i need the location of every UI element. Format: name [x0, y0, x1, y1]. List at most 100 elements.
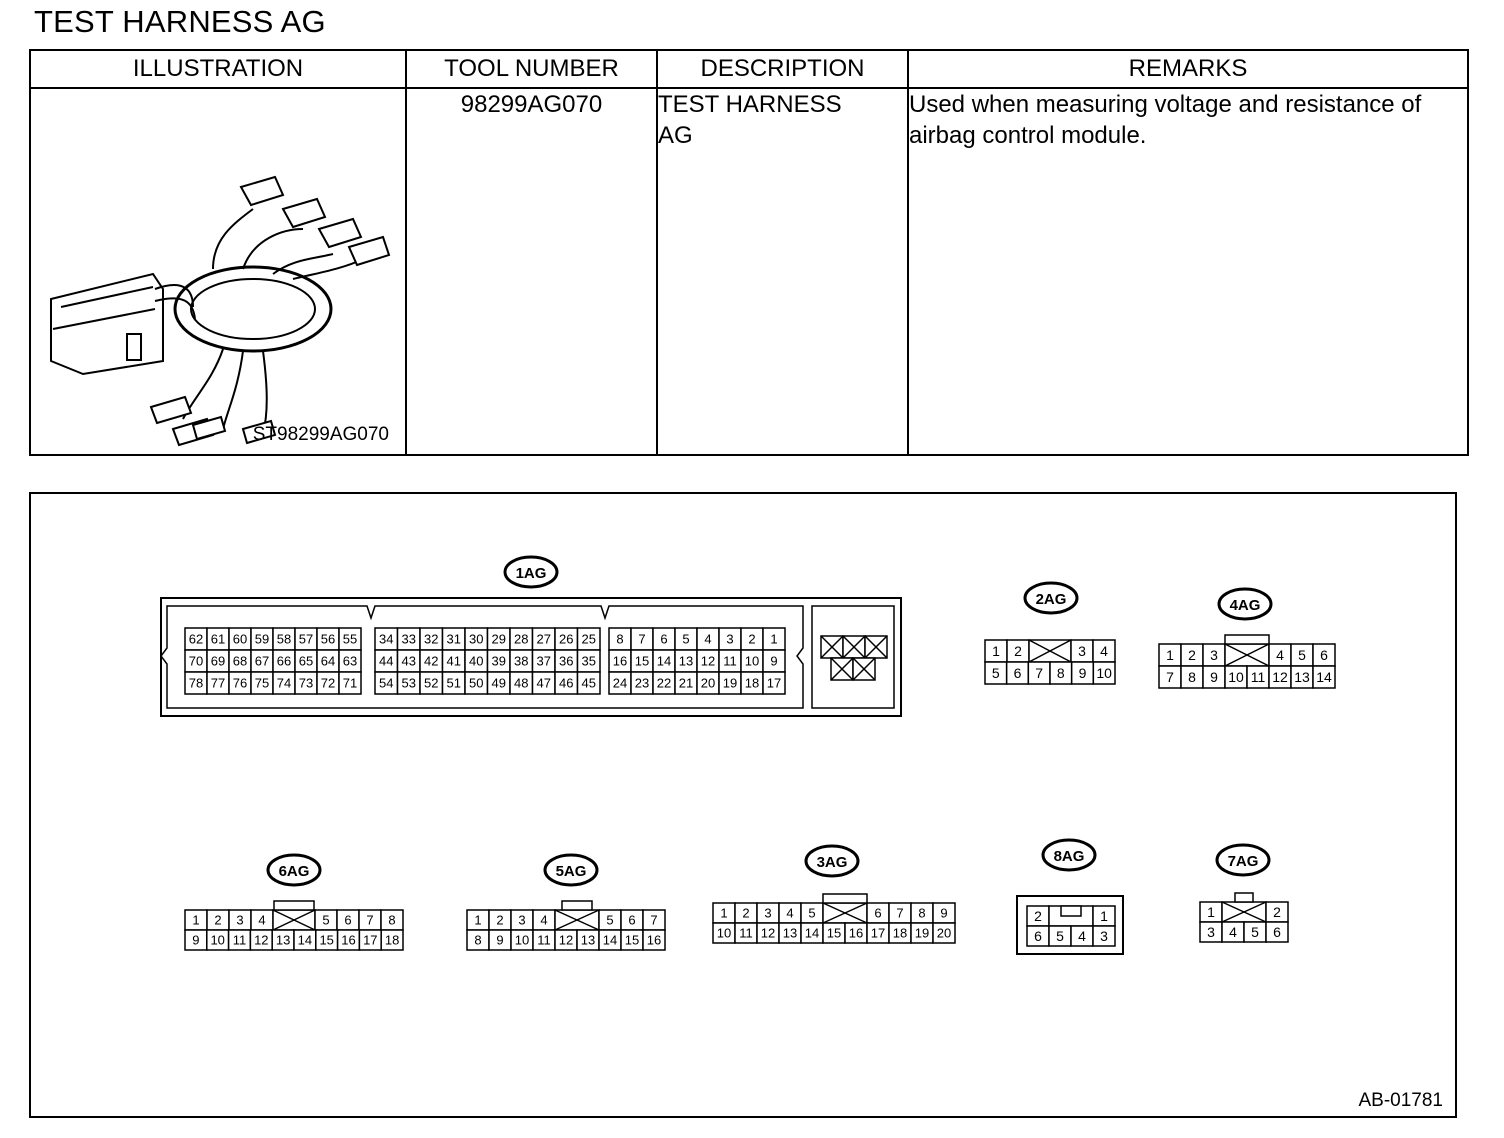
pin-cell [762, 671, 786, 695]
pin-number: 9 [940, 906, 947, 921]
pin-number: 5 [1251, 924, 1259, 940]
tool-table: ILLUSTRATION TOOL NUMBER DESCRIPTION REM… [29, 49, 1469, 456]
pin-number: 7 [896, 906, 903, 921]
blank-cavity-cross [842, 635, 866, 659]
pin-number: 15 [625, 933, 639, 948]
pin-number: 37 [537, 654, 551, 669]
pin-number: 67 [255, 654, 269, 669]
pin-number: 5 [322, 913, 329, 928]
blank-cavity-cross [830, 657, 854, 681]
pin-number: 2 [496, 913, 503, 928]
pin-number: 64 [321, 654, 335, 669]
pin-number: 12 [559, 933, 573, 948]
lock-tab [561, 900, 593, 911]
pin-number: 5 [1298, 647, 1306, 663]
pin-number: 16 [849, 926, 863, 941]
pin-number: 1 [1207, 904, 1215, 920]
pin-number: 55 [343, 632, 357, 647]
pin-number: 28 [514, 632, 528, 647]
pin-number: 2 [1034, 908, 1042, 924]
pin-number: 9 [192, 933, 199, 948]
harness-illustration [50, 175, 391, 447]
pin-number: 15 [827, 926, 841, 941]
connector-label-oval [543, 853, 599, 887]
key-tab [1060, 905, 1082, 917]
pin-number: 4 [540, 913, 547, 928]
pin-cell [1265, 921, 1289, 943]
pin-number: 11 [233, 933, 247, 948]
pin-number: 3 [236, 913, 243, 928]
pin-number: 46 [559, 676, 573, 691]
pin-number: 7 [1035, 665, 1043, 681]
pin-number: 12 [1272, 669, 1288, 685]
pin-number: 9 [1079, 665, 1087, 681]
pin-number: 54 [379, 676, 393, 691]
pin-number: 1 [474, 913, 481, 928]
pin-number: 12 [761, 926, 775, 941]
pin-number: 40 [469, 654, 483, 669]
pin-number: 76 [233, 676, 247, 691]
pin-cell [380, 929, 404, 951]
pin-number: 8 [388, 913, 395, 928]
pin-number: 8 [1057, 665, 1065, 681]
pin-number: 35 [582, 654, 596, 669]
pin-number: 1 [720, 906, 727, 921]
connector-label-oval [1041, 838, 1097, 872]
blank-cavity-cross [852, 657, 876, 681]
pin-number: 49 [492, 676, 506, 691]
pin-number: 4 [786, 906, 793, 921]
pin-number: 6 [1273, 924, 1281, 940]
pin-number: 58 [277, 632, 291, 647]
remarks-line-2: airbag control module. [909, 122, 1147, 149]
pin-number: 52 [424, 676, 438, 691]
pin-number: 41 [447, 654, 461, 669]
pin-number: 10 [745, 654, 759, 669]
connector-label: 4AG [1230, 597, 1261, 614]
blank-cavity-cross [272, 909, 316, 931]
table-header-row: ILLUSTRATION TOOL NUMBER DESCRIPTION REM… [29, 49, 1469, 89]
pin-number: 14 [657, 654, 671, 669]
pin-number: 22 [657, 676, 671, 691]
pin-number: 20 [937, 926, 951, 941]
connector-label: 3AG [817, 854, 848, 871]
connector-label-oval [1215, 843, 1271, 877]
pin-number: 75 [255, 676, 269, 691]
remarks-line-1: Used when measuring voltage and resistan… [909, 91, 1422, 118]
pin-number: 18 [745, 676, 759, 691]
pin-number: 9 [496, 933, 503, 948]
pin-number: 18 [893, 926, 907, 941]
pin-number: 68 [233, 654, 247, 669]
description-cell: TEST HARNESS AG [656, 87, 909, 456]
blank-cavity-cross [822, 902, 868, 924]
pin-number: 7 [638, 632, 645, 647]
pin-number: 32 [424, 632, 438, 647]
pin-number: 47 [537, 676, 551, 691]
pin-number: 13 [783, 926, 797, 941]
pin-number: 11 [723, 654, 737, 669]
pin-number: 2 [748, 632, 755, 647]
pin-number: 38 [514, 654, 528, 669]
pin-number: 4 [1276, 647, 1284, 663]
figure-code: AB-01781 [1358, 1090, 1443, 1111]
pin-number: 60 [233, 632, 247, 647]
blank-cavity-cross [1221, 901, 1267, 923]
pin-number: 1 [992, 643, 1000, 659]
pin-number: 10 [515, 933, 529, 948]
pin-number: 39 [492, 654, 506, 669]
pin-number: 3 [1100, 928, 1108, 944]
pin-number: 50 [469, 676, 483, 691]
pin-number: 9 [770, 654, 777, 669]
pin-number: 23 [635, 676, 649, 691]
pin-number: 4 [704, 632, 711, 647]
page-title: TEST HARNESS AG [34, 4, 326, 39]
pin-number: 30 [469, 632, 483, 647]
pin-number: 7 [1166, 669, 1174, 685]
pin-number: 6 [1014, 665, 1022, 681]
pin-number: 4 [1229, 924, 1237, 940]
pin-number: 74 [277, 676, 291, 691]
pin-number: 12 [701, 654, 715, 669]
connector-label: 8AG [1054, 848, 1085, 865]
pin-number: 43 [402, 654, 416, 669]
pin-number: 77 [211, 676, 225, 691]
